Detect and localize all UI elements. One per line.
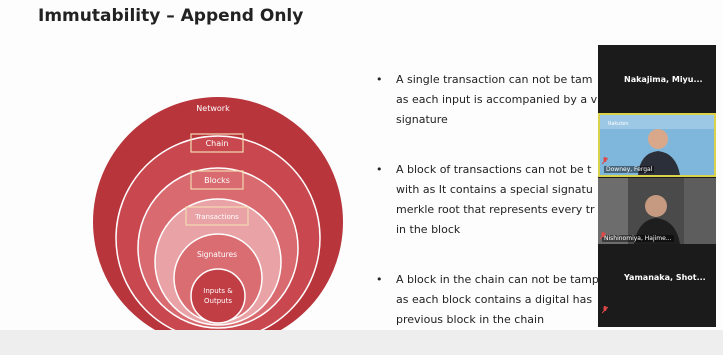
participant-name: Downey, Fergal bbox=[604, 166, 655, 173]
label-signatures: Signatures bbox=[197, 250, 237, 259]
bullet-line: with as It contains a special signatu bbox=[396, 183, 593, 196]
mic-muted-icon bbox=[600, 232, 606, 240]
participant-video bbox=[598, 178, 716, 244]
bullet-dot: • bbox=[376, 73, 383, 86]
bullet-line: signature bbox=[396, 113, 448, 126]
participant-name: Nakajima, Miyu... bbox=[624, 75, 703, 84]
chain-label-box bbox=[190, 133, 244, 153]
participant-video: Rakuten bbox=[600, 115, 714, 175]
bullet-line: A block of transactions can not be t bbox=[396, 163, 592, 176]
label-inputs-line1: Inputs & bbox=[203, 287, 233, 295]
participant-tile[interactable]: Nishinomiya, Hajime... bbox=[598, 178, 716, 244]
bullet-dot: • bbox=[376, 163, 383, 176]
label-blocks: Blocks bbox=[204, 176, 230, 185]
participant-name: Nishinomiya, Hajime... bbox=[602, 235, 674, 242]
participant-tile[interactable]: Nakajima, Miyu... bbox=[598, 45, 716, 113]
bullet-line: A single transaction can not be tam bbox=[396, 73, 593, 86]
slide-footer-band bbox=[0, 330, 723, 355]
participant-tile-active-speaker[interactable]: Rakuten Downey, Fergal bbox=[598, 113, 716, 177]
mic-muted-icon bbox=[602, 157, 608, 165]
participant-tile[interactable]: Yamanaka, Shot... bbox=[598, 244, 716, 316]
bullet-line: as each block contains a digital has bbox=[396, 293, 593, 306]
svg-text:Rakuten: Rakuten bbox=[608, 121, 629, 127]
bullet-line: in the block bbox=[396, 223, 461, 236]
mic-muted-icon bbox=[602, 306, 608, 314]
label-chain: Chain bbox=[206, 139, 229, 148]
bullet-dot: • bbox=[376, 273, 383, 286]
participant-name: Yamanaka, Shot... bbox=[624, 273, 706, 282]
blocks-label-box bbox=[190, 170, 244, 190]
bullet-line: A block in the chain can not be tamp bbox=[396, 273, 599, 286]
transactions-label-box bbox=[185, 206, 249, 226]
label-network: Network bbox=[196, 104, 230, 113]
ring-inputs-outputs bbox=[190, 268, 246, 324]
label-inputs-line2: Outputs bbox=[204, 297, 232, 305]
bullet-line: as each input is accompanied by a v bbox=[396, 93, 598, 106]
bullet-line: previous block in the chain bbox=[396, 313, 545, 326]
bullet-line: merkle root that represents every tr bbox=[396, 203, 595, 216]
label-transactions: Transactions bbox=[194, 213, 239, 221]
slide-title: Immutability – Append Only bbox=[38, 6, 304, 26]
